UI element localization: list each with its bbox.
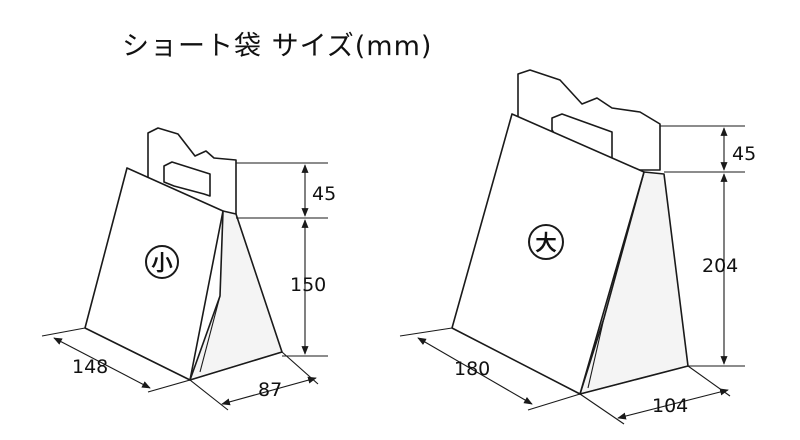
small-depth-dimension-line <box>221 376 317 406</box>
small-size-badge <box>145 245 179 279</box>
large-handle-height-label: 45 <box>732 143 756 165</box>
small-width-dimension-line <box>53 337 151 389</box>
page-title: ショート袋 サイズ(mm) <box>122 31 433 62</box>
large-bag: 大 45 204 180 104 <box>399 69 756 425</box>
large-depth-label: 104 <box>652 395 688 417</box>
large-width-dimension-line <box>417 337 533 405</box>
small-bag: 小 45 150 148 87 <box>41 127 336 411</box>
small-size-badge-text: 小 <box>152 251 173 275</box>
small-width-label: 148 <box>72 356 108 378</box>
large-bag-height-label: 204 <box>702 255 738 277</box>
large-size-badge-text: 大 <box>536 231 557 255</box>
large-depth-dimension-line <box>617 388 729 420</box>
small-bag-height-label: 150 <box>290 274 326 296</box>
large-width-label: 180 <box>454 358 490 380</box>
small-handle-height-label: 45 <box>312 183 336 205</box>
small-bag-handle-hole <box>163 161 211 197</box>
small-depth-label: 87 <box>258 379 282 401</box>
large-size-badge <box>528 224 564 260</box>
